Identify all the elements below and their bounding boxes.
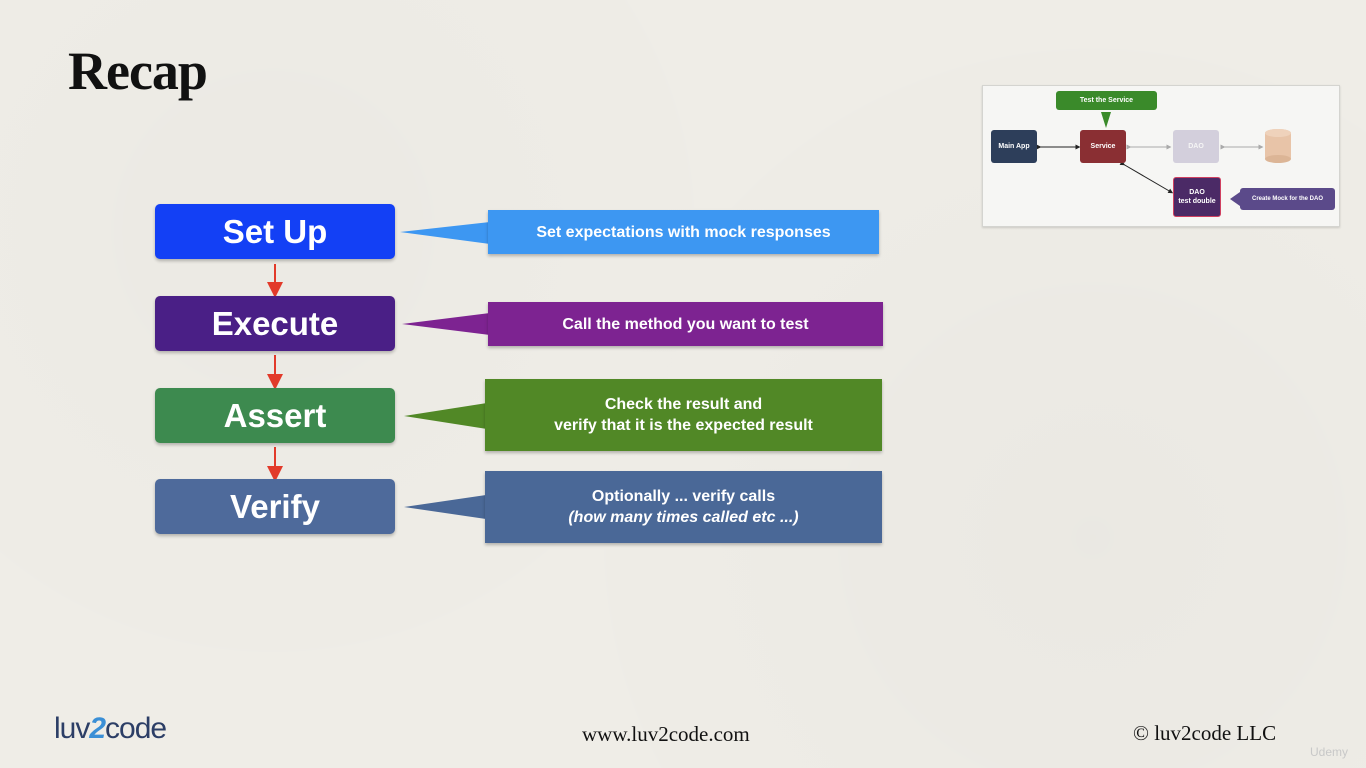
mini-dao-box: DAO bbox=[1173, 130, 1219, 163]
page-title: Recap bbox=[68, 41, 208, 101]
step-assert: Assert bbox=[155, 388, 395, 443]
callout-execute-text: Call the method you want to test bbox=[562, 315, 809, 333]
logo-text-2: 2 bbox=[89, 712, 106, 745]
callout-pointer-assert bbox=[404, 403, 487, 429]
callout-pointer-setup bbox=[400, 222, 490, 244]
footer-copyright: © luv2code LLC bbox=[1133, 721, 1277, 745]
mini-service-box: Service bbox=[1080, 130, 1126, 163]
udemy-watermark: Udemy bbox=[1310, 745, 1349, 759]
mini-diagram-lines bbox=[1036, 112, 1291, 206]
callout-assert: Check the result and verify that it is t… bbox=[485, 379, 882, 451]
mini-create-mock-label: Create Mock for the DAO bbox=[1240, 188, 1335, 210]
callout-verify: Optionally ... verify calls (how many ti… bbox=[485, 471, 882, 543]
callout-execute: Call the method you want to test bbox=[488, 302, 883, 346]
mini-diagram: Test the Service Main App Service DAO DA… bbox=[982, 85, 1340, 227]
footer-url: www.luv2code.com bbox=[582, 722, 750, 746]
step-setup: Set Up bbox=[155, 204, 395, 259]
step-execute: Execute bbox=[155, 296, 395, 351]
callout-pointer-verify bbox=[404, 495, 486, 519]
mini-dao-test-double-line1: DAO bbox=[1189, 189, 1205, 196]
logo-text-luv: luv bbox=[54, 712, 90, 745]
callout-setup: Set expectations with mock responses bbox=[488, 210, 879, 254]
mini-main-app-box: Main App bbox=[991, 130, 1037, 163]
callout-assert-line2: verify that it is the expected result bbox=[554, 417, 813, 434]
callout-assert-line1: Check the result and bbox=[604, 396, 763, 413]
mini-test-service-label: Test the Service bbox=[1056, 91, 1157, 110]
callout-verify-line2: (how many times called etc ...) bbox=[568, 509, 799, 526]
step-verify: Verify bbox=[155, 479, 395, 534]
mini-dao-test-double-line2: test double bbox=[1178, 198, 1216, 205]
callout-setup-text: Set expectations with mock responses bbox=[536, 223, 831, 241]
callout-verify-line1: Optionally ... verify calls bbox=[591, 488, 776, 505]
logo-text-code: code bbox=[105, 712, 167, 745]
luv2code-logo: luv2code bbox=[54, 712, 167, 746]
mini-dao-test-double-box: DAO test double bbox=[1173, 177, 1221, 217]
callout-pointer-execute bbox=[402, 313, 490, 335]
